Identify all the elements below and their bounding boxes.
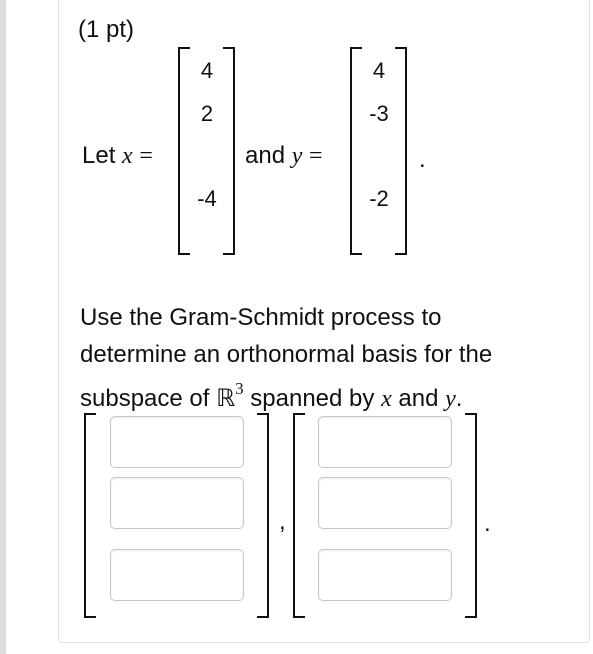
real-space-symbol: ℝ: [216, 384, 236, 412]
question-line-2: determine an orthonormal basis for the: [80, 341, 493, 368]
y-symbol: y: [291, 143, 303, 169]
let-label: Let x =: [82, 142, 153, 170]
x-symbol: x: [381, 386, 392, 412]
equals-sign: =: [139, 143, 153, 169]
answer-period: .: [484, 510, 491, 537]
y-right-bracket: [395, 47, 407, 255]
answer1-entry-3[interactable]: [110, 549, 244, 601]
and-y-label: and y =: [245, 142, 323, 170]
answer2-entry-3[interactable]: [318, 549, 452, 601]
let-text: Let: [82, 142, 116, 169]
answer1-entry-1[interactable]: [110, 416, 244, 468]
x-entry-3: -4: [197, 186, 217, 211]
question-period: .: [455, 385, 463, 412]
x-left-bracket: [178, 47, 190, 255]
y-entry-2: -3: [369, 101, 389, 126]
and-text: and: [398, 385, 439, 412]
question-line-1: Use the Gram-Schmidt process to: [80, 304, 442, 331]
answer2-left-bracket: [293, 413, 305, 618]
x-entry-2: 2: [200, 101, 214, 126]
answer2-entry-2[interactable]: [318, 477, 452, 529]
points-label: (1 pt): [78, 16, 135, 43]
left-margin-rule: [0, 0, 6, 654]
y-symbol: y: [445, 386, 456, 412]
answer1-entry-2[interactable]: [110, 477, 244, 529]
answer1-right-bracket: [257, 413, 269, 618]
x-right-bracket: [223, 47, 235, 255]
and-text: and: [245, 142, 286, 169]
y-entry-3: -2: [369, 186, 389, 211]
y-left-bracket: [350, 47, 362, 255]
problem-card: [58, 0, 590, 643]
x-symbol: x: [122, 143, 133, 169]
x-entry-1: 4: [200, 58, 214, 83]
vectors-period: .: [419, 146, 426, 173]
question-line-3: subspace of ℝ3 spanned by x and y.: [80, 378, 462, 413]
answer-comma: ,: [279, 508, 286, 535]
answer2-entry-1[interactable]: [318, 416, 452, 468]
y-entry-1: 4: [372, 58, 386, 83]
spanned-by-text: spanned by: [250, 385, 375, 412]
answer2-right-bracket: [465, 413, 477, 618]
answer1-left-bracket: [84, 413, 96, 618]
dimension-exponent: 3: [235, 379, 244, 398]
equals-sign: =: [309, 143, 323, 169]
subspace-of-text: subspace of: [80, 385, 210, 412]
